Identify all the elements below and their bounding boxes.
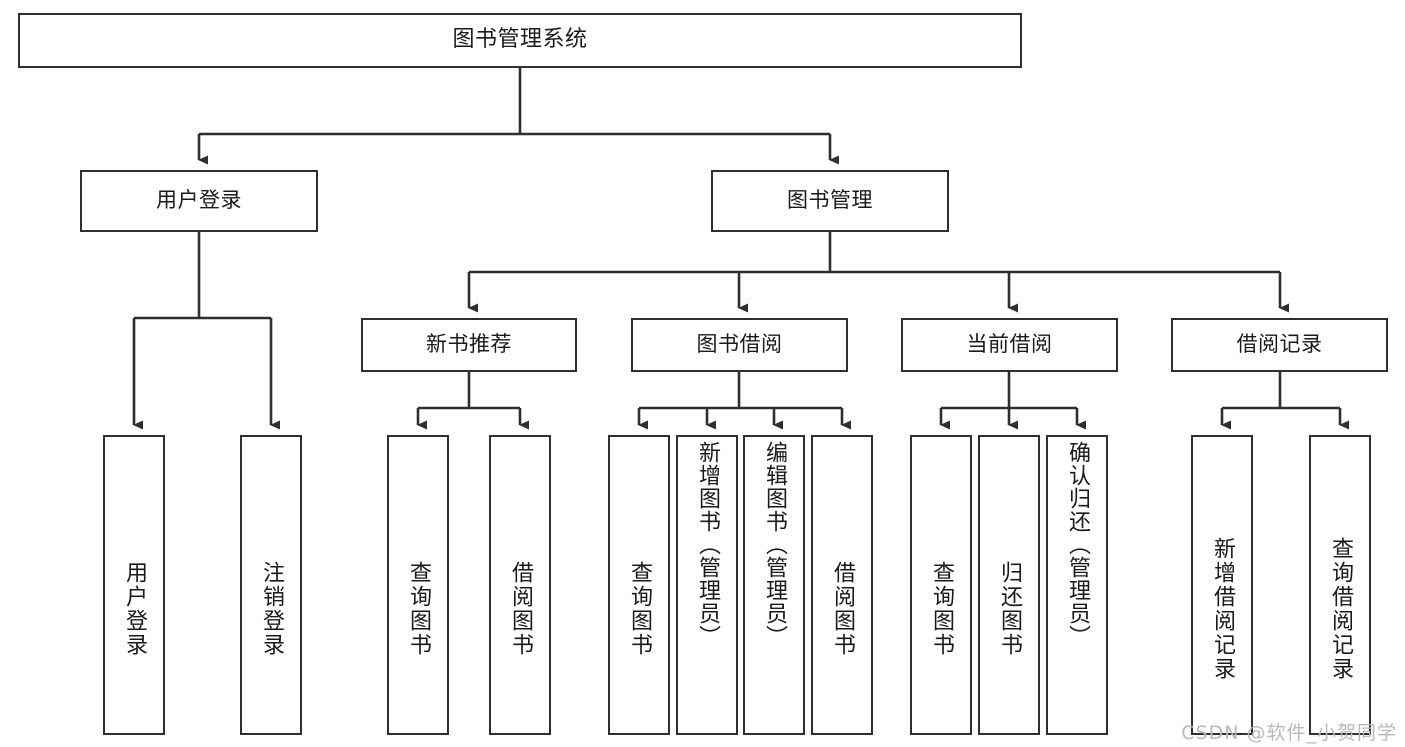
leaf-add-book[interactable]: 新增图书（管理员） bbox=[676, 435, 738, 735]
node-new-book-recommend[interactable]: 新书推荐 bbox=[361, 318, 577, 372]
node-label: 图书借阅 bbox=[696, 332, 783, 357]
node-label: 图书管理系统 bbox=[452, 27, 588, 53]
leaf-add-borrow-record[interactable]: 新增借阅记录 bbox=[1191, 435, 1253, 735]
leaf-return-book[interactable]: 归还图书 bbox=[978, 435, 1040, 735]
leaf-borrow-book-recommend[interactable]: 借阅图书 bbox=[489, 435, 551, 735]
node-label: 确认归还（管理员） bbox=[1065, 441, 1090, 648]
leaf-borrow-book[interactable]: 借阅图书 bbox=[811, 435, 873, 735]
node-borrow-record[interactable]: 借阅记录 bbox=[1171, 318, 1388, 372]
node-label: 注销登录 bbox=[259, 561, 284, 657]
node-label: 图书管理 bbox=[787, 188, 873, 213]
node-user-login[interactable]: 用户登录 bbox=[80, 170, 318, 232]
leaf-query-borrow-record[interactable]: 查询借阅记录 bbox=[1309, 435, 1371, 735]
node-label: 借阅图书 bbox=[830, 561, 855, 657]
node-label: 当前借阅 bbox=[966, 332, 1053, 357]
node-label: 用户登录 bbox=[156, 188, 242, 213]
node-label: 查询借阅记录 bbox=[1328, 537, 1353, 681]
node-label: 用户登录 bbox=[122, 561, 147, 657]
node-label: 新增借阅记录 bbox=[1210, 537, 1235, 681]
node-label: 查询图书 bbox=[929, 561, 954, 657]
node-book-borrow[interactable]: 图书借阅 bbox=[631, 318, 848, 372]
node-label: 新书推荐 bbox=[426, 332, 512, 357]
node-book-management[interactable]: 图书管理 bbox=[711, 170, 949, 232]
watermark: CSDN @软件_小贺同学 bbox=[1181, 722, 1397, 744]
node-label: 借阅记录 bbox=[1236, 332, 1323, 357]
leaf-query-book-current[interactable]: 查询图书 bbox=[910, 435, 972, 735]
node-label: 查询图书 bbox=[406, 561, 431, 657]
leaf-query-book-borrow[interactable]: 查询图书 bbox=[608, 435, 670, 735]
node-label: 归还图书 bbox=[997, 561, 1022, 657]
node-label: 查询图书 bbox=[627, 561, 652, 657]
leaf-edit-book[interactable]: 编辑图书（管理员） bbox=[743, 435, 805, 735]
leaf-logout[interactable]: 注销登录 bbox=[240, 435, 302, 735]
leaf-confirm-return[interactable]: 确认归还（管理员） bbox=[1046, 435, 1108, 735]
node-label: 新增图书（管理员） bbox=[695, 441, 720, 648]
leaf-user-login[interactable]: 用户登录 bbox=[103, 435, 165, 735]
leaf-query-book-recommend[interactable]: 查询图书 bbox=[387, 435, 449, 735]
node-root-system[interactable]: 图书管理系统 bbox=[18, 13, 1022, 68]
node-label: 借阅图书 bbox=[508, 561, 533, 657]
node-current-borrow[interactable]: 当前借阅 bbox=[901, 318, 1118, 372]
node-label: 编辑图书（管理员） bbox=[762, 441, 787, 648]
